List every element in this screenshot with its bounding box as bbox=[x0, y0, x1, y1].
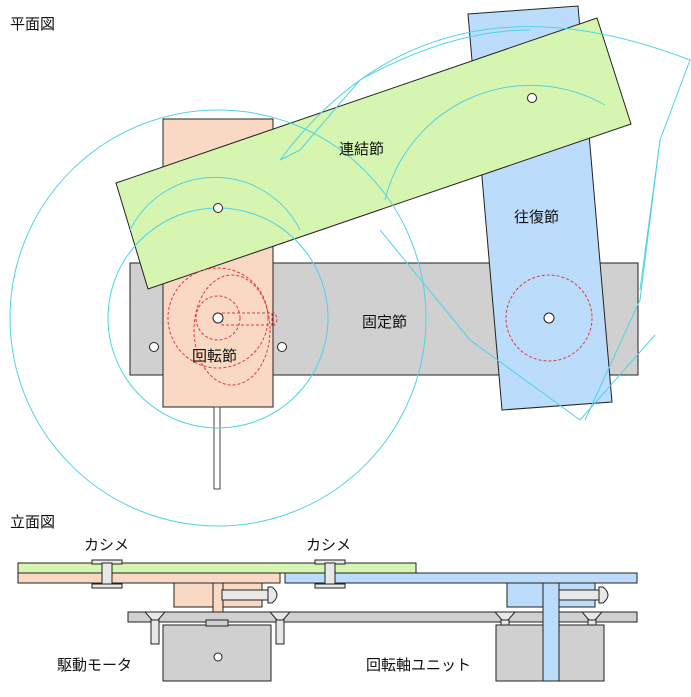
plan-view-heading: 平面図 bbox=[10, 15, 55, 33]
pivot-rotating-center bbox=[212, 312, 224, 324]
elev-rivet-right bbox=[314, 559, 346, 589]
fixed-hole-left bbox=[149, 342, 159, 352]
reciprocating-link-label: 往復節 bbox=[514, 208, 559, 226]
pivot-reciprocating-center bbox=[543, 312, 555, 324]
connecting-link bbox=[115, 17, 632, 290]
reciprocating-sweep-arc bbox=[279, 26, 691, 291]
red-gear-ellipse bbox=[193, 274, 271, 386]
elev-reciprocating-link bbox=[284, 572, 638, 584]
rivet-label-left: カシメ bbox=[84, 536, 129, 554]
red-bolt-head bbox=[271, 310, 278, 328]
rotating-sweep-circle bbox=[9, 109, 427, 527]
pivot-connecting-reciprocating bbox=[527, 93, 537, 103]
elev-fixed-link bbox=[127, 611, 638, 623]
pivot-connecting-rotating bbox=[213, 203, 223, 213]
connecting-sweep-arc bbox=[129, 176, 301, 231]
elev-connecting-link bbox=[17, 562, 417, 574]
connecting-link-label: 連結節 bbox=[339, 140, 384, 158]
rivet-label-right: カシメ bbox=[306, 536, 351, 554]
elev-rotary-shaft bbox=[542, 582, 560, 682]
upper-arc bbox=[384, 84, 606, 201]
elev-motor-center bbox=[213, 652, 223, 662]
elev-reciprocating-bolt-head bbox=[598, 586, 609, 604]
cyan-motion-arcs bbox=[9, 26, 691, 527]
elev-rotating-bolt-head bbox=[267, 586, 278, 604]
rotary-unit-label: 回転軸ユニット bbox=[366, 656, 471, 674]
red-circle-mid bbox=[195, 295, 241, 341]
reciprocating-arc-2 bbox=[299, 29, 531, 151]
elevation-view-heading: 立面図 bbox=[10, 513, 55, 531]
elev-rotating-bolt bbox=[221, 589, 269, 601]
elev-rivet-left bbox=[91, 559, 123, 589]
elev-reciprocating-bolt bbox=[552, 589, 600, 601]
outer-right-line bbox=[584, 139, 661, 421]
red-circle-outer bbox=[167, 267, 269, 369]
drive-motor-label: 駆動モータ bbox=[57, 656, 132, 674]
elev-rotating-link bbox=[17, 572, 281, 584]
pivot-holes bbox=[149, 93, 555, 352]
drive-shaft bbox=[213, 406, 221, 490]
elev-motor-top bbox=[205, 619, 229, 627]
fixed-hole-right bbox=[277, 342, 287, 352]
lower-right-arc bbox=[379, 229, 656, 421]
fixed-link-label: 固定節 bbox=[362, 313, 407, 331]
reciprocating-pivot-circle bbox=[505, 274, 593, 362]
rotating-link-label: 回転節 bbox=[192, 347, 237, 365]
left-link-arc bbox=[279, 149, 301, 161]
rotating-drive-marks bbox=[167, 267, 278, 386]
